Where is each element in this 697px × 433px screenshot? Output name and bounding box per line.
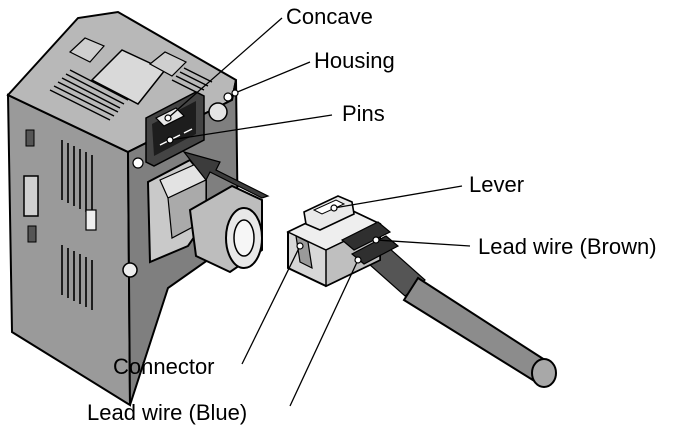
front-ribs bbox=[61, 140, 93, 310]
insert-direction-arrow bbox=[182, 150, 270, 199]
label-concave: Concave bbox=[286, 4, 373, 29]
label-lead-wire-blue: Lead wire (Blue) bbox=[87, 400, 248, 425]
leader-lead-wire-blue bbox=[289, 259, 359, 407]
label-lead-wire-brown: Lead wire (Brown) bbox=[478, 234, 657, 259]
leader-concave bbox=[167, 17, 283, 119]
label-housing: Housing bbox=[314, 48, 395, 73]
leader-lead-wire-brown bbox=[375, 239, 471, 247]
leader-lines bbox=[167, 17, 471, 407]
cable-sheath bbox=[402, 276, 550, 384]
connector-plug bbox=[286, 195, 400, 288]
housing-hole-icon bbox=[208, 102, 228, 122]
leader-housing bbox=[234, 61, 311, 94]
leader-lever bbox=[333, 185, 463, 209]
cable bbox=[359, 239, 557, 388]
socket-pins bbox=[159, 128, 193, 146]
pressure-port bbox=[146, 158, 263, 274]
leader-pins bbox=[169, 114, 333, 141]
leader-connector bbox=[241, 245, 301, 365]
label-pins: Pins bbox=[342, 101, 385, 126]
label-lever: Lever bbox=[469, 172, 525, 197]
leader-dots bbox=[164, 89, 380, 264]
label-connector: Connector bbox=[113, 354, 215, 379]
top-ribs bbox=[49, 67, 213, 121]
